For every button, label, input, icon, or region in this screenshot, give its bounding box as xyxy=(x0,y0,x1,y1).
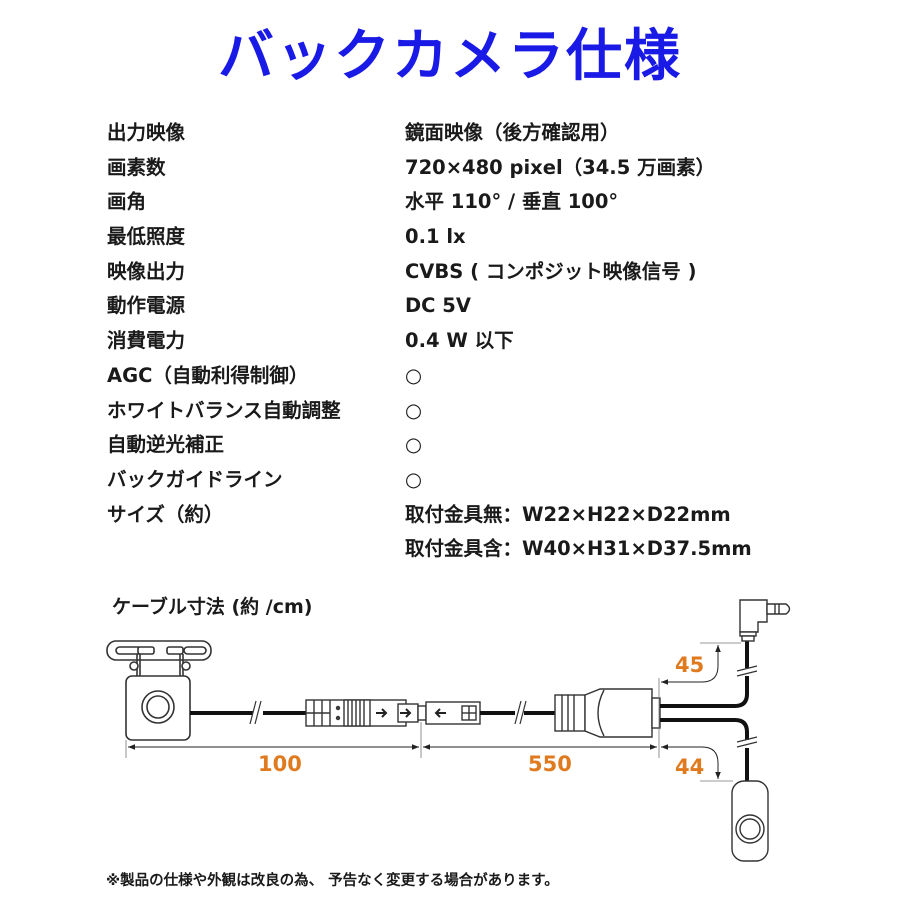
spec-value: 水平 110° / 垂直 100° xyxy=(405,190,619,214)
dimension-label-100: 100 xyxy=(258,752,302,776)
male-connector-icon xyxy=(305,699,427,727)
spec-label: ホワイトバランス自動調整 xyxy=(107,398,341,422)
spec-row-min-illumination: 最低照度 0.1 lx xyxy=(107,220,827,255)
dimension-label-550: 550 xyxy=(528,752,572,776)
spec-row-power-supply: 動作電源 DC 5V xyxy=(107,289,827,324)
spec-row-video-output: 映像出力 CVBS ( コンポジット映像信号 ) xyxy=(107,255,827,290)
camera-icon xyxy=(106,640,212,741)
switch-icon xyxy=(731,780,769,862)
spec-value: ○ xyxy=(405,363,423,387)
spec-value: ○ xyxy=(405,467,423,491)
dimension-label-45: 45 xyxy=(675,653,705,677)
spec-label: 画素数 xyxy=(107,155,166,179)
spec-row-output-image: 出力映像 鏡面映像（後方確認用） xyxy=(107,116,827,151)
spec-table: 出力映像 鏡面映像（後方確認用） 画素数 720×480 pixel（34.5 … xyxy=(107,116,827,567)
spec-value: 鏡面映像（後方確認用） xyxy=(405,121,620,144)
spec-value: 720×480 pixel（34.5 万画素） xyxy=(405,155,716,179)
spec-row-guideline: バックガイドライン ○ xyxy=(107,463,827,498)
spec-row-pixels: 画素数 720×480 pixel（34.5 万画素） xyxy=(107,151,827,186)
female-connector-icon xyxy=(425,701,481,725)
spec-value: DC 5V xyxy=(405,294,471,318)
splitter-icon xyxy=(554,688,661,738)
spec-value: CVBS ( コンポジット映像信号 ) xyxy=(405,259,697,283)
spec-value: ○ xyxy=(405,398,423,422)
spec-label: 最低照度 xyxy=(107,225,186,249)
spec-row-power-consumption: 消費電力 0.4 W 以下 xyxy=(107,324,827,359)
spec-value: ○ xyxy=(405,433,423,457)
spec-label: 出力映像 xyxy=(107,121,186,144)
spec-label: 自動逆光補正 xyxy=(107,433,225,457)
spec-row-backlight: 自動逆光補正 ○ xyxy=(107,428,827,463)
page-title: バックカメラ仕様 xyxy=(218,24,682,89)
disclaimer-note: ※製品の仕様や外観は改良の為、 予告なく変更する場合があります。 xyxy=(106,873,559,889)
spec-row-size: サイズ（約） 取付金具無：W22×H22×D22mm xyxy=(107,498,827,533)
spec-row-agc: AGC（自動利得制御） ○ xyxy=(107,359,827,394)
dimension-label-44: 44 xyxy=(675,755,705,779)
spec-label: 映像出力 xyxy=(107,259,186,283)
spec-row-white-balance: ホワイトバランス自動調整 ○ xyxy=(107,394,827,429)
spec-label: バックガイドライン xyxy=(107,467,283,491)
spec-label: AGC（自動利得制御） xyxy=(107,363,309,387)
spec-value: 0.1 lx xyxy=(405,225,466,249)
spec-row-size-with-bracket: 取付金具含：W40×H31×D37.5mm xyxy=(107,532,827,567)
spec-label: 画角 xyxy=(107,190,147,214)
spec-label: 消費電力 xyxy=(107,329,186,353)
audio-plug-icon xyxy=(739,599,791,642)
cable-section-title: ケーブル寸法 (約 /cm) xyxy=(112,596,313,618)
spec-label: 動作電源 xyxy=(107,294,186,318)
spec-label: サイズ（約） xyxy=(107,502,224,526)
spec-row-angle: 画角 水平 110° / 垂直 100° xyxy=(107,185,827,220)
spec-value: 取付金具含：W40×H31×D37.5mm xyxy=(405,537,752,561)
spec-value: 0.4 W 以下 xyxy=(405,329,514,353)
spec-value: 取付金具無：W22×H22×D22mm xyxy=(405,502,731,526)
